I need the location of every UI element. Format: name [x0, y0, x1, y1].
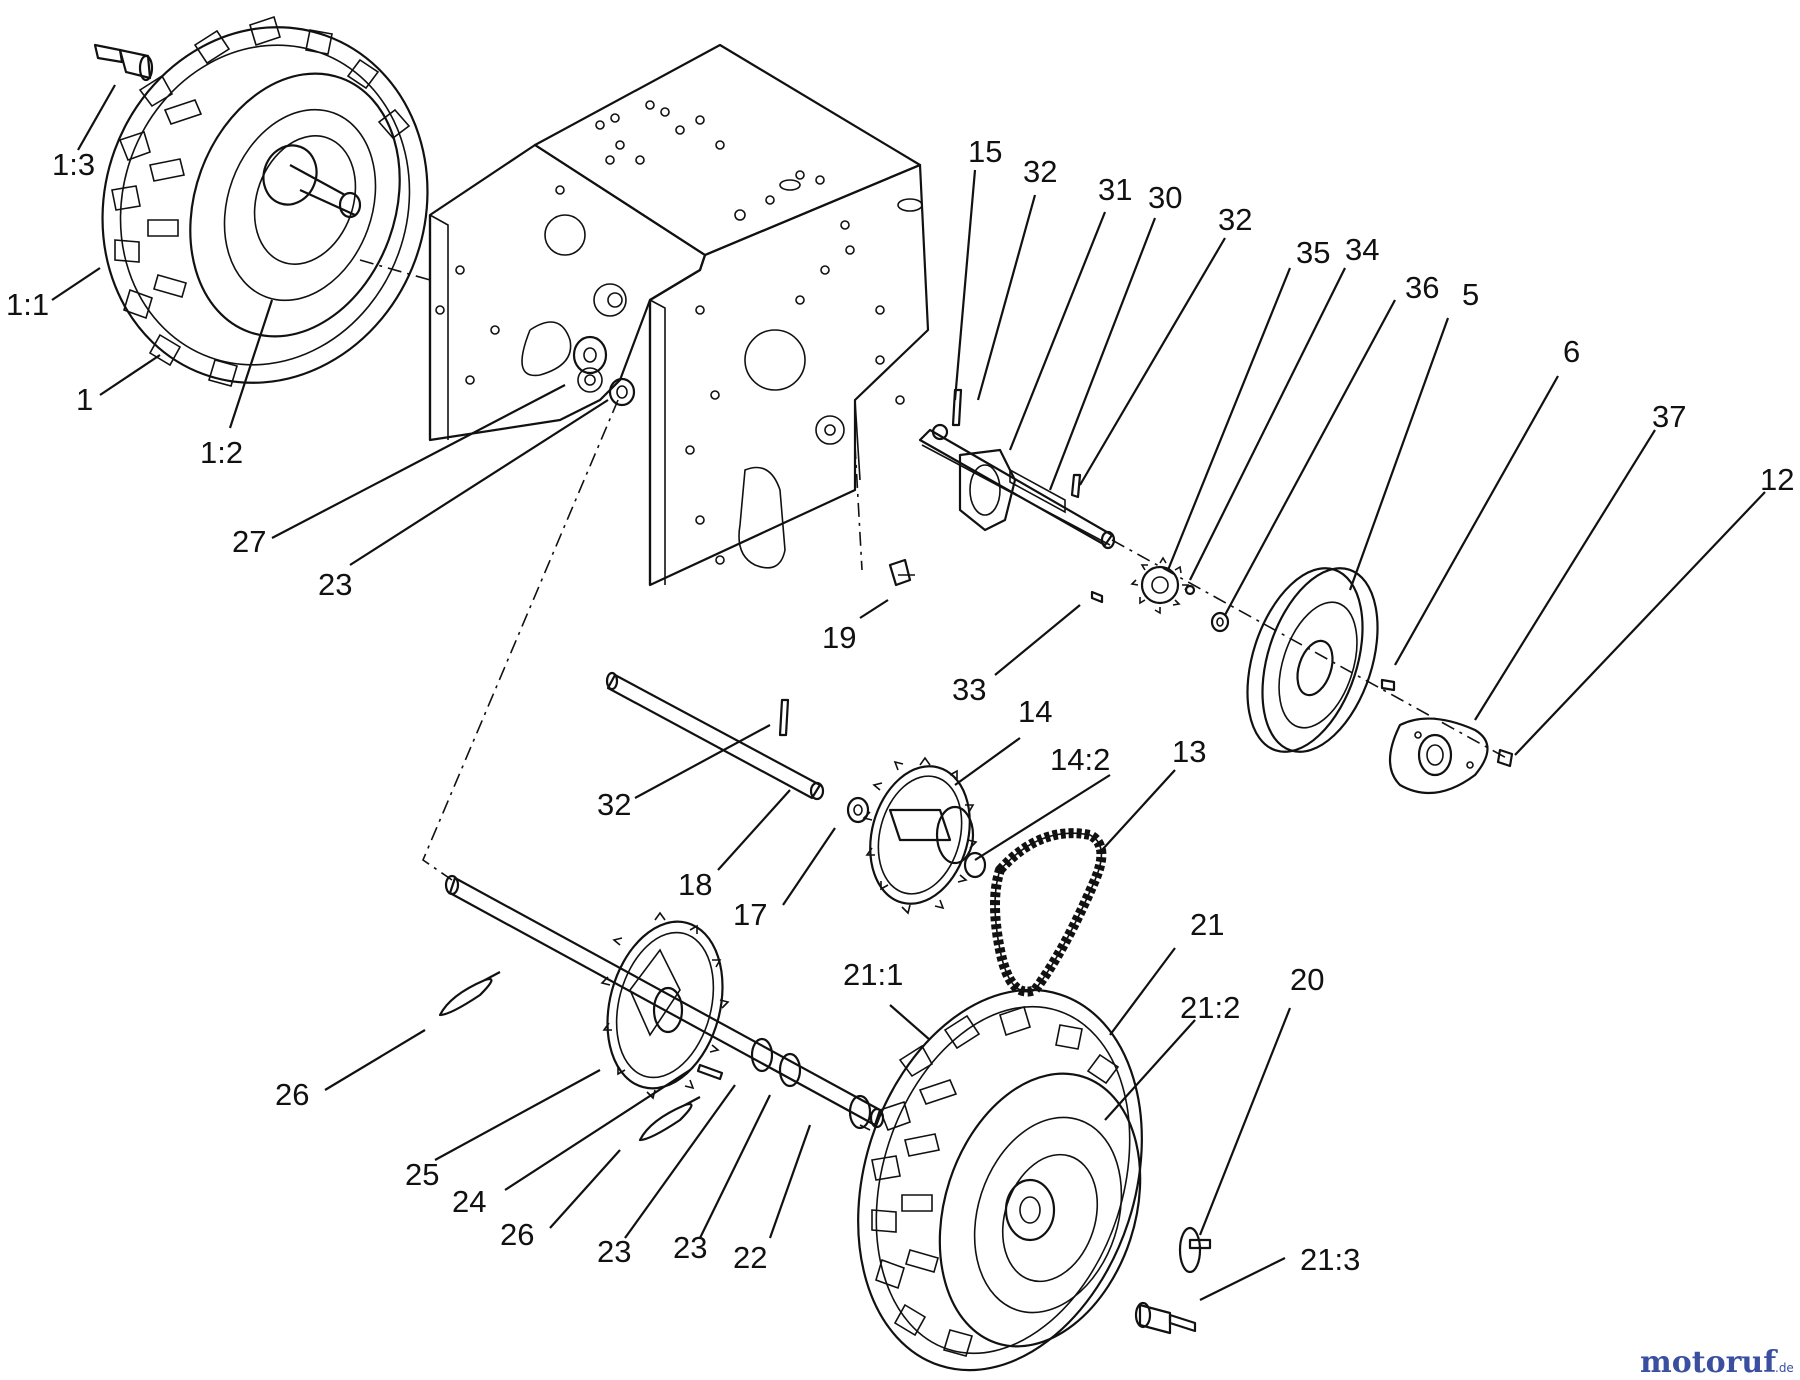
wheel-bottom-right	[857, 988, 1143, 1372]
alignment-line-wheel	[359, 259, 431, 281]
label-25: 25	[405, 1157, 439, 1192]
pulley-5	[1246, 567, 1379, 753]
label-31: 31	[1098, 172, 1132, 207]
wheel-top-left	[101, 15, 429, 387]
part-labels: 1:3 1:1 1 1:2 27 23 19 15 32 31 30 32 35…	[6, 134, 1794, 1277]
label-32: 32	[1023, 154, 1057, 189]
label-17: 17	[733, 897, 767, 932]
label-22: 22	[733, 1240, 767, 1275]
gear-25	[600, 911, 730, 1100]
watermark-text: motoruf	[1640, 1345, 1778, 1380]
label-36: 36	[1405, 270, 1439, 305]
label-20: 20	[1290, 962, 1324, 997]
frame-housing	[428, 43, 930, 587]
alignment-line-bolt-19	[854, 444, 863, 571]
bearing-flange-37	[1389, 717, 1489, 795]
leader-lines	[51, 84, 1766, 1301]
label-6: 6	[1563, 334, 1580, 369]
label-37: 37	[1652, 399, 1686, 434]
gear-14	[862, 756, 987, 915]
label-34: 34	[1345, 232, 1379, 267]
hairpin-clip-26a	[438, 971, 501, 1017]
label-21-2: 21:2	[1180, 990, 1240, 1025]
label-12: 12	[1760, 462, 1794, 497]
label-24: 24	[452, 1184, 486, 1219]
label-26: 26	[500, 1217, 534, 1252]
label-27: 27	[232, 524, 266, 559]
alignment-line-housing-axle	[422, 399, 619, 881]
small-sprocket	[1130, 556, 1196, 615]
label-18: 18	[678, 867, 712, 902]
label-32: 32	[1218, 202, 1252, 237]
upper-shaft-assembly	[918, 388, 1514, 795]
label-19: 19	[822, 620, 856, 655]
chain-13	[990, 828, 1107, 997]
label-32: 32	[597, 787, 631, 822]
label-21: 21	[1190, 907, 1224, 942]
watermark-suffix: .de	[1775, 1361, 1794, 1375]
hairpin-clip-26b	[638, 1096, 701, 1142]
valve-stem-21-3	[1134, 1301, 1197, 1335]
bolt-19	[888, 558, 915, 587]
drive-shaft-18	[605, 671, 870, 824]
label-1-2: 1:2	[200, 435, 243, 470]
label-21-1: 21:1	[843, 957, 903, 992]
label-13: 13	[1172, 734, 1206, 769]
label-5: 5	[1462, 277, 1479, 312]
label-15: 15	[968, 134, 1002, 169]
label-14: 14	[1018, 694, 1052, 729]
label-1-1: 1:1	[6, 287, 49, 322]
label-30: 30	[1148, 180, 1182, 215]
label-23: 23	[673, 1230, 707, 1265]
label-1-3: 1:3	[52, 147, 95, 182]
label-23: 23	[597, 1234, 631, 1269]
lynch-pin-20	[1178, 1226, 1212, 1274]
label-35: 35	[1296, 235, 1330, 270]
label-21-3: 21:3	[1300, 1242, 1360, 1277]
watermark-logo: motoruf .de	[1640, 1345, 1794, 1380]
label-26: 26	[275, 1077, 309, 1112]
valve-stem-1-3	[93, 43, 154, 82]
label-23: 23	[318, 567, 352, 602]
label-14-2: 14:2	[1050, 742, 1110, 777]
label-33: 33	[952, 672, 986, 707]
label-1: 1	[76, 382, 93, 417]
axle-22	[444, 874, 885, 1130]
